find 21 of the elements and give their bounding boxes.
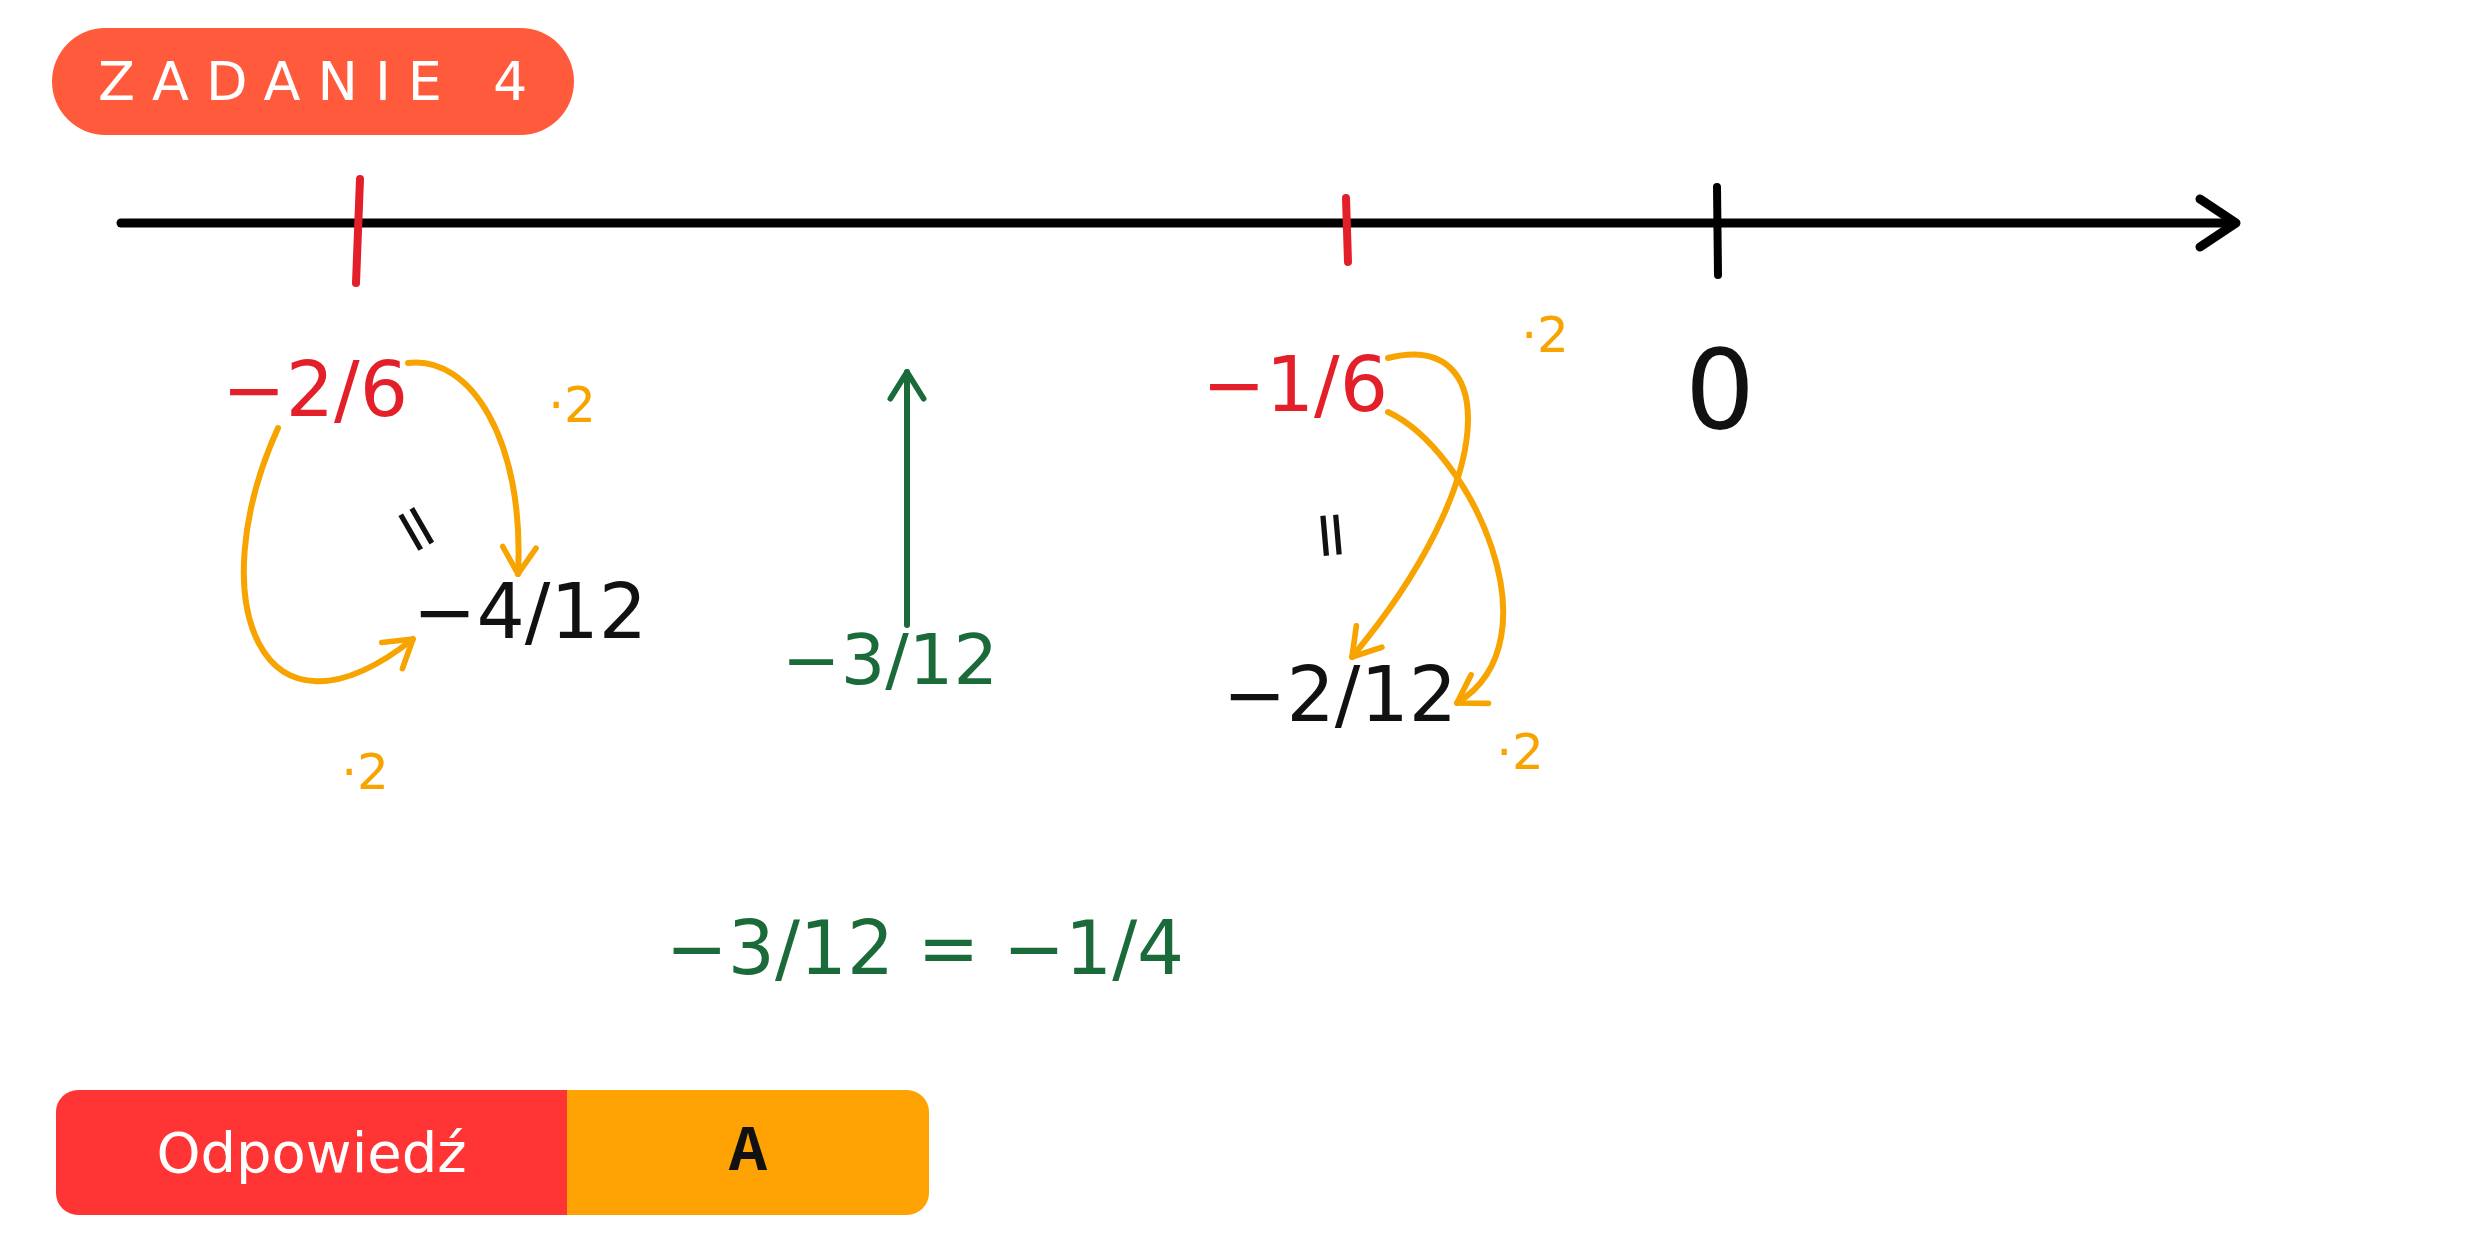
fraction: −2/12: [1222, 657, 1458, 733]
arrow: [887, 369, 927, 628]
edge-label: ·2: [1521, 310, 1569, 360]
curved-arrow: [1385, 409, 1507, 706]
edge-label: ·2: [341, 747, 389, 797]
edge-label: ·2: [1496, 727, 1544, 777]
task-heading: ZADANIE 4: [52, 28, 575, 135]
curved-arrow: [1349, 351, 1471, 660]
tick-label: 0: [1685, 335, 1755, 445]
fraction: −4/12: [412, 574, 648, 650]
fraction: −2/6: [222, 352, 408, 428]
fraction: −1/6: [1202, 347, 1388, 423]
curved-arrow: [405, 359, 538, 577]
equation: −3/12 = −1/4: [665, 911, 1185, 985]
equals-sign: =: [376, 488, 460, 568]
answer-value: A: [567, 1090, 929, 1215]
answer-label: Odpowiedź: [56, 1090, 567, 1215]
fraction: −3/12: [782, 625, 998, 695]
curved-arrow: [241, 425, 416, 685]
edge-label: ·2: [548, 380, 596, 430]
equals-sign: =: [1298, 505, 1368, 565]
